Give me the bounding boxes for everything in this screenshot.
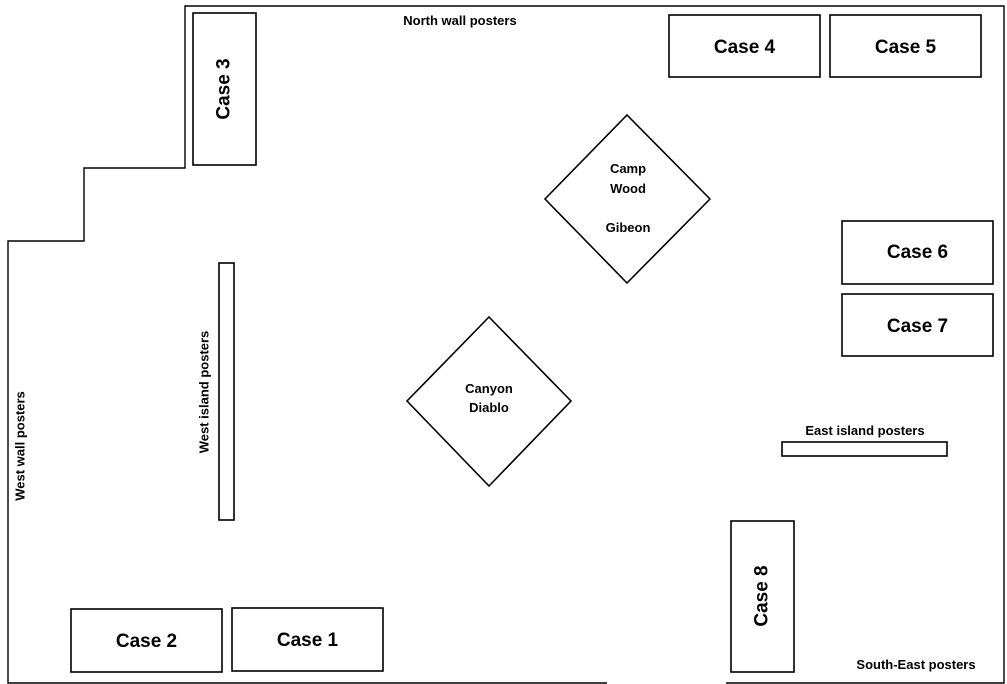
east-island-posters-label: East island posters [805, 423, 924, 438]
case-6: Case 6 [841, 220, 994, 285]
west-wall-posters-label: West wall posters [12, 391, 27, 501]
case-3: Case 3 [192, 12, 257, 166]
diamond-bottom-shape [405, 315, 573, 488]
case-3-label: Case 3 [214, 58, 235, 119]
case-1-label: Case 1 [277, 630, 339, 651]
west-island-bar [218, 262, 235, 521]
case-4: Case 4 [668, 14, 821, 78]
case-6-box [841, 220, 994, 285]
case-7-label: Case 7 [887, 316, 948, 337]
case-1-box [231, 607, 384, 672]
case-1: Case 1 [231, 607, 384, 672]
east-island-posters: East island posters [781, 423, 948, 457]
case-4-label: Case 4 [714, 37, 776, 58]
north-wall-posters-label: North wall posters [403, 13, 516, 28]
diamond-camp-wood-gibeon: Camp Wood Gibeon [543, 113, 712, 285]
west-island-posters: West island posters [196, 262, 235, 521]
case-3-box [192, 12, 257, 166]
case-2-label: Case 2 [116, 631, 177, 652]
case-8-box [730, 520, 795, 673]
case-2: Case 2 [70, 608, 223, 673]
west-island-posters-label: West island posters [196, 331, 211, 454]
case-7: Case 7 [841, 293, 994, 357]
diamond-bottom-line1: Canyon [465, 381, 513, 396]
case-8: Case 8 [730, 520, 795, 673]
diamond-bottom-line2: Diablo [469, 400, 509, 415]
diamond-top-line3: Gibeon [606, 220, 651, 235]
case-2-box [70, 608, 223, 673]
diamond-top-shape [543, 113, 712, 285]
case-5: Case 5 [829, 14, 982, 78]
diamond-canyon-diablo: Canyon Diablo [405, 315, 573, 488]
case-8-label: Case 8 [752, 565, 773, 626]
east-island-bar [781, 441, 948, 457]
case-4-box [668, 14, 821, 78]
case-6-label: Case 6 [887, 242, 948, 263]
south-east-posters-label: South-East posters [856, 657, 975, 672]
room-outline [7, 5, 1005, 684]
diamond-top-line2: Wood [610, 181, 646, 196]
case-5-label: Case 5 [875, 37, 937, 58]
case-5-box [829, 14, 982, 78]
diamond-top-line1: Camp [610, 161, 646, 176]
case-7-box [841, 293, 994, 357]
